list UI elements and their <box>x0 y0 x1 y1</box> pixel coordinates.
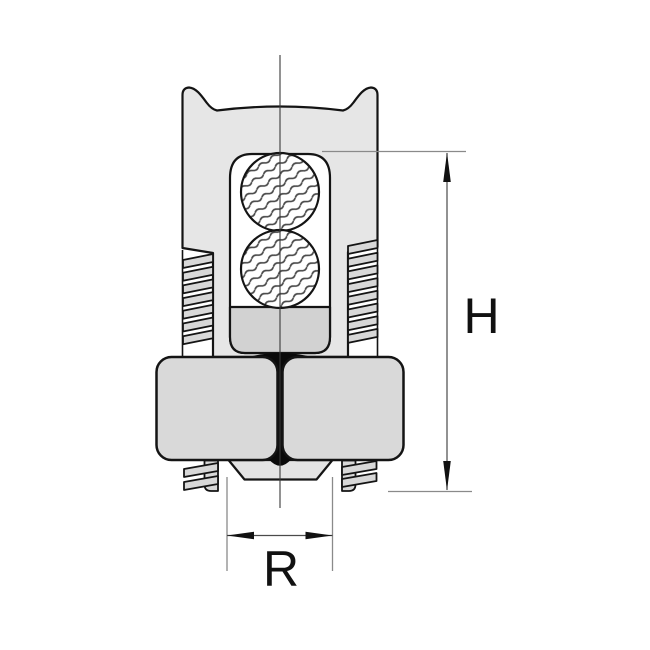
thread-tooth <box>347 302 379 319</box>
thread-tooth <box>182 291 214 307</box>
left-thread-teeth <box>182 253 214 346</box>
thread-tooth <box>182 316 214 333</box>
dimension-r: R <box>226 477 334 597</box>
thread-tooth <box>347 328 379 344</box>
dimension-h-label: H <box>463 288 499 344</box>
hex-nut-left-face <box>155 355 279 462</box>
arrow-left-icon <box>227 531 254 540</box>
thread-tooth <box>347 289 379 306</box>
thread-tooth <box>341 472 378 488</box>
thread-tooth <box>347 264 379 281</box>
lower-right-thread-stub <box>341 459 378 492</box>
thread-tooth <box>182 265 214 282</box>
thread-tooth <box>182 329 214 346</box>
thread-tooth <box>347 277 379 293</box>
thread-tooth <box>182 253 214 269</box>
right-thread-teeth <box>347 239 379 344</box>
thread-tooth <box>182 303 214 320</box>
dimension-r-label: R <box>263 541 299 597</box>
arrow-right-icon <box>305 531 333 540</box>
thread-tooth <box>183 475 219 491</box>
hex-nut-right-face <box>281 355 405 462</box>
lower-left-thread-stub <box>183 459 219 492</box>
thread-tooth <box>182 278 214 295</box>
thread-tooth <box>347 239 379 255</box>
arrow-down-icon <box>443 461 451 491</box>
thread-tooth <box>347 251 379 268</box>
arrow-up-icon <box>443 152 451 182</box>
thread-tooth <box>183 462 219 478</box>
thread-tooth <box>347 315 379 332</box>
thread-tooth <box>341 460 378 476</box>
dimension-h: H <box>322 150 500 493</box>
